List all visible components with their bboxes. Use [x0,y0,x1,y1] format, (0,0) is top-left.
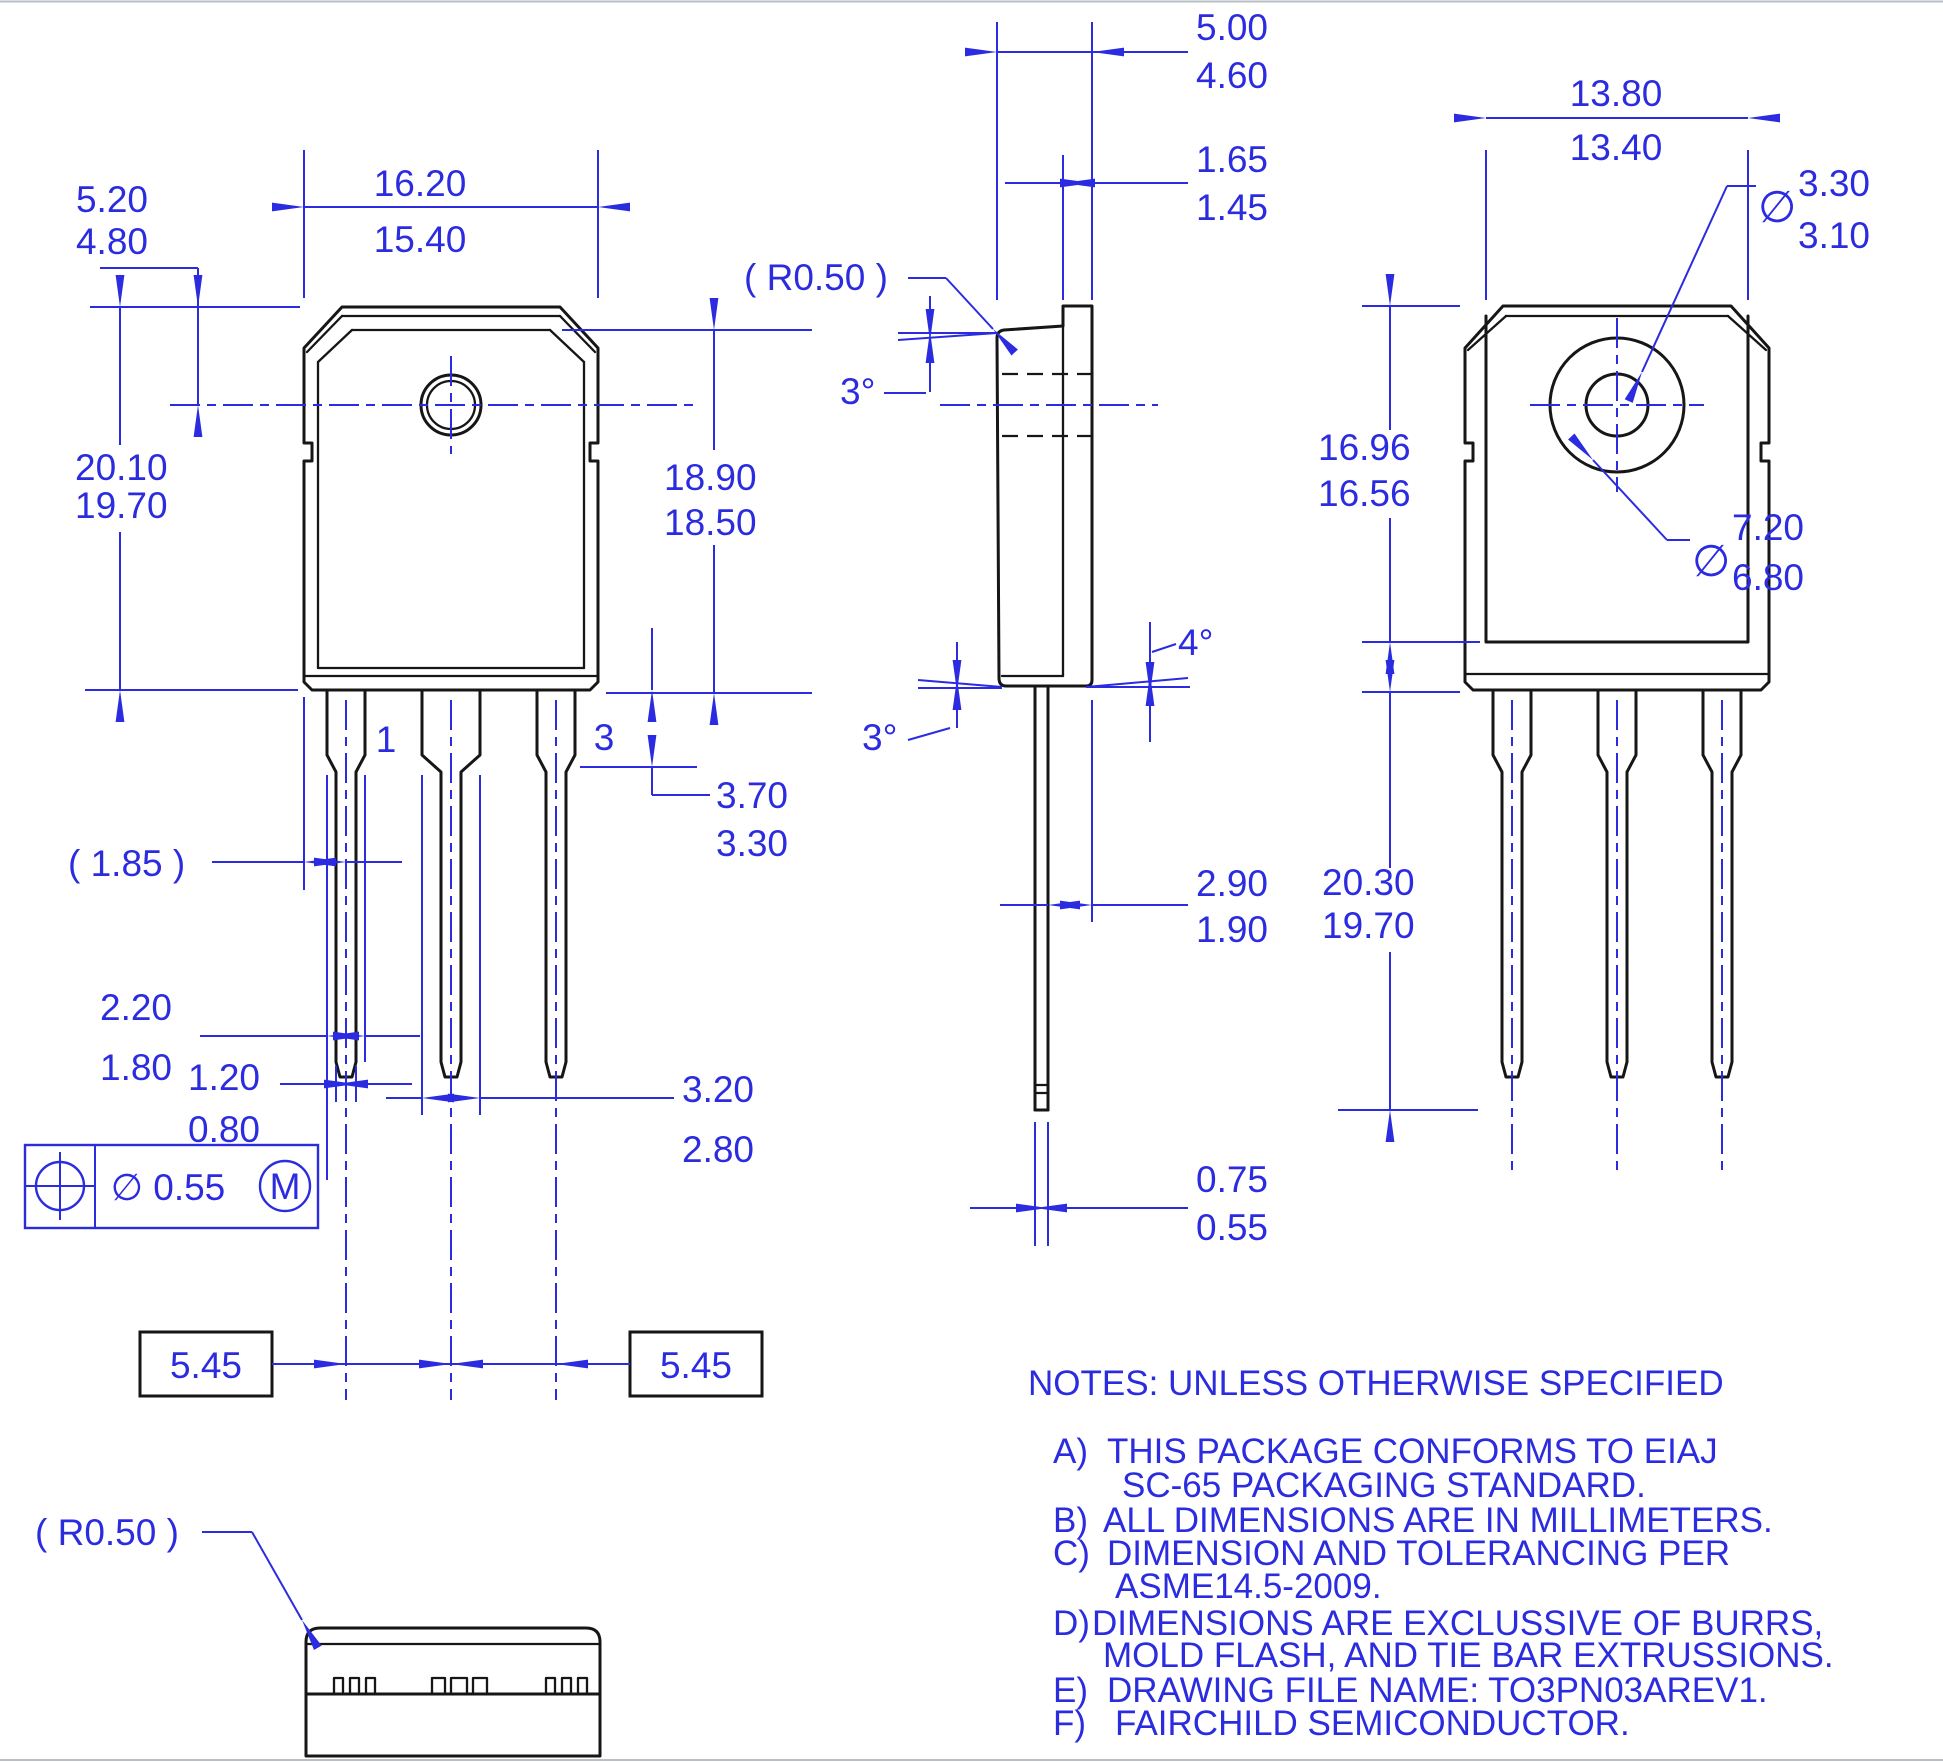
tab-height-max: 16.96 [1318,427,1411,468]
note-c-label: C) [1053,1534,1090,1573]
lead-thickness-min: 0.55 [1196,1207,1268,1248]
lead-width-max: 2.20 [100,987,172,1028]
lead-width-min: 1.80 [100,1047,172,1088]
lead-length-max: 20.30 [1322,862,1415,903]
shoulder-length-min: 3.30 [716,823,788,864]
front-width-min: 15.40 [374,219,467,260]
center-lead-width-min: 2.80 [682,1129,754,1170]
lead-setback-min: 1.90 [1196,909,1268,950]
side-view-outline [940,304,1158,688]
pin3-label: 3 [594,717,615,758]
front-width-max: 16.20 [374,163,467,204]
edge-to-lead-ref: ( 1.85 ) [68,843,185,884]
note-e-label: E) [1053,1671,1088,1710]
shoulder-length-max: 3.70 [716,775,788,816]
true-position-frame: ∅ 0.55 M [23,1143,320,1230]
tab-thickness-max: 1.65 [1196,139,1268,180]
tab-thickness-min: 1.45 [1196,187,1268,228]
body-thickness-max: 5.00 [1196,7,1268,48]
bottom-view-dimensions: ( R0.50 ) [35,1512,322,1650]
bottom-back-draft-angle: 4° [1178,622,1213,663]
front-view-dimensions: 16.20 15.40 5.20 4.80 20.10 19.70 18.90 … [23,150,812,1398]
lead-setback-max: 2.90 [1196,863,1268,904]
front-view-centerlines [170,356,700,1400]
note-d-label: D) [1053,1604,1090,1643]
boss-dia-symbol: ∅ [1692,537,1730,586]
true-position-tolerance: ∅ 0.55 [111,1167,226,1208]
note-f-line1: FAIRCHILD SEMICONDUCTOR. [1115,1704,1630,1743]
mmc-modifier-icon: M [258,1159,312,1213]
note-b-label: B) [1053,1501,1088,1540]
back-view-centerlines [1511,318,1723,1172]
hole-offset-min: 4.80 [76,221,148,262]
lead-pitch-right: 5.45 [660,1345,732,1386]
lead-pitch-left: 5.45 [170,1345,242,1386]
bottom-view-outline [304,1626,602,1758]
body-height-min: 18.50 [664,502,757,543]
hole-dia-min: 3.10 [1798,215,1870,256]
bottom-corner-radius-ref: ( R0.50 ) [35,1512,179,1553]
lead-tip-width-max: 1.20 [188,1057,260,1098]
lead-tip-width-min: 0.80 [188,1109,260,1150]
side-view-lead [1033,684,1050,1112]
note-d-line2: MOLD FLASH, AND TIE BAR EXTRUSSIONS. [1103,1636,1834,1675]
boss-dia-max: 7.20 [1732,507,1804,548]
notes-block: NOTES: UNLESS OTHERWISE SPECIFIED A) THI… [1028,1364,1834,1743]
boss-dia-min: 6.80 [1732,557,1804,598]
pin1-label: 1 [376,719,397,760]
note-c-line2: ASME14.5-2009. [1115,1567,1382,1606]
note-a-line1: THIS PACKAGE CONFORMS TO EIAJ [1107,1432,1718,1471]
position-symbol-icon [26,1152,94,1220]
hole-dia-symbol: ∅ [1758,183,1796,232]
center-lead-width-max: 3.20 [682,1069,754,1110]
bottom-front-draft-angle: 3° [862,717,897,758]
tab-height-min: 16.56 [1318,473,1411,514]
note-c-line1: DIMENSION AND TOLERANCING PER [1107,1534,1730,1573]
lead-thickness-max: 0.75 [1196,1159,1268,1200]
note-a-label: A) [1053,1432,1088,1471]
note-d-line1: DIMENSIONS ARE EXCLUSSIVE OF BURRS, [1092,1604,1823,1643]
note-e-line1: DRAWING FILE NAME: TO3PN03AREV1. [1107,1671,1768,1710]
side-view-dimensions: 5.00 4.60 1.65 1.45 ( R0.50 ) 3° 3° 4° [744,7,1268,1248]
overall-height-max: 20.10 [75,447,168,488]
body-thickness-min: 4.60 [1196,55,1268,96]
lead-pitch-dimension: 5.45 5.45 [138,1330,764,1398]
hole-offset-max: 5.20 [76,179,148,220]
overall-height-min: 19.70 [75,485,168,526]
bottom-view-lead-sections [332,1676,589,1696]
tab-width-max: 13.80 [1570,73,1663,114]
note-f-label: F) [1053,1704,1086,1743]
body-height-max: 18.90 [664,457,757,498]
note-b-line1: ALL DIMENSIONS ARE IN MILLIMETERS. [1103,1501,1773,1540]
notes-title: NOTES: UNLESS OTHERWISE SPECIFIED [1028,1364,1724,1403]
back-view-dimensions: 13.80 13.40 ∅ 3.30 3.10 ∅ 7.20 6.80 16.9… [1318,73,1870,1142]
note-a-line2: SC-65 PACKAGING STANDARD. [1122,1466,1646,1505]
top-draft-angle: 3° [840,371,875,412]
mmc-modifier-letter: M [270,1166,301,1207]
lead-length-min: 19.70 [1322,905,1415,946]
side-corner-radius-ref: ( R0.50 ) [744,257,888,298]
tab-width-min: 13.40 [1570,127,1663,168]
hole-dia-max: 3.30 [1798,163,1870,204]
